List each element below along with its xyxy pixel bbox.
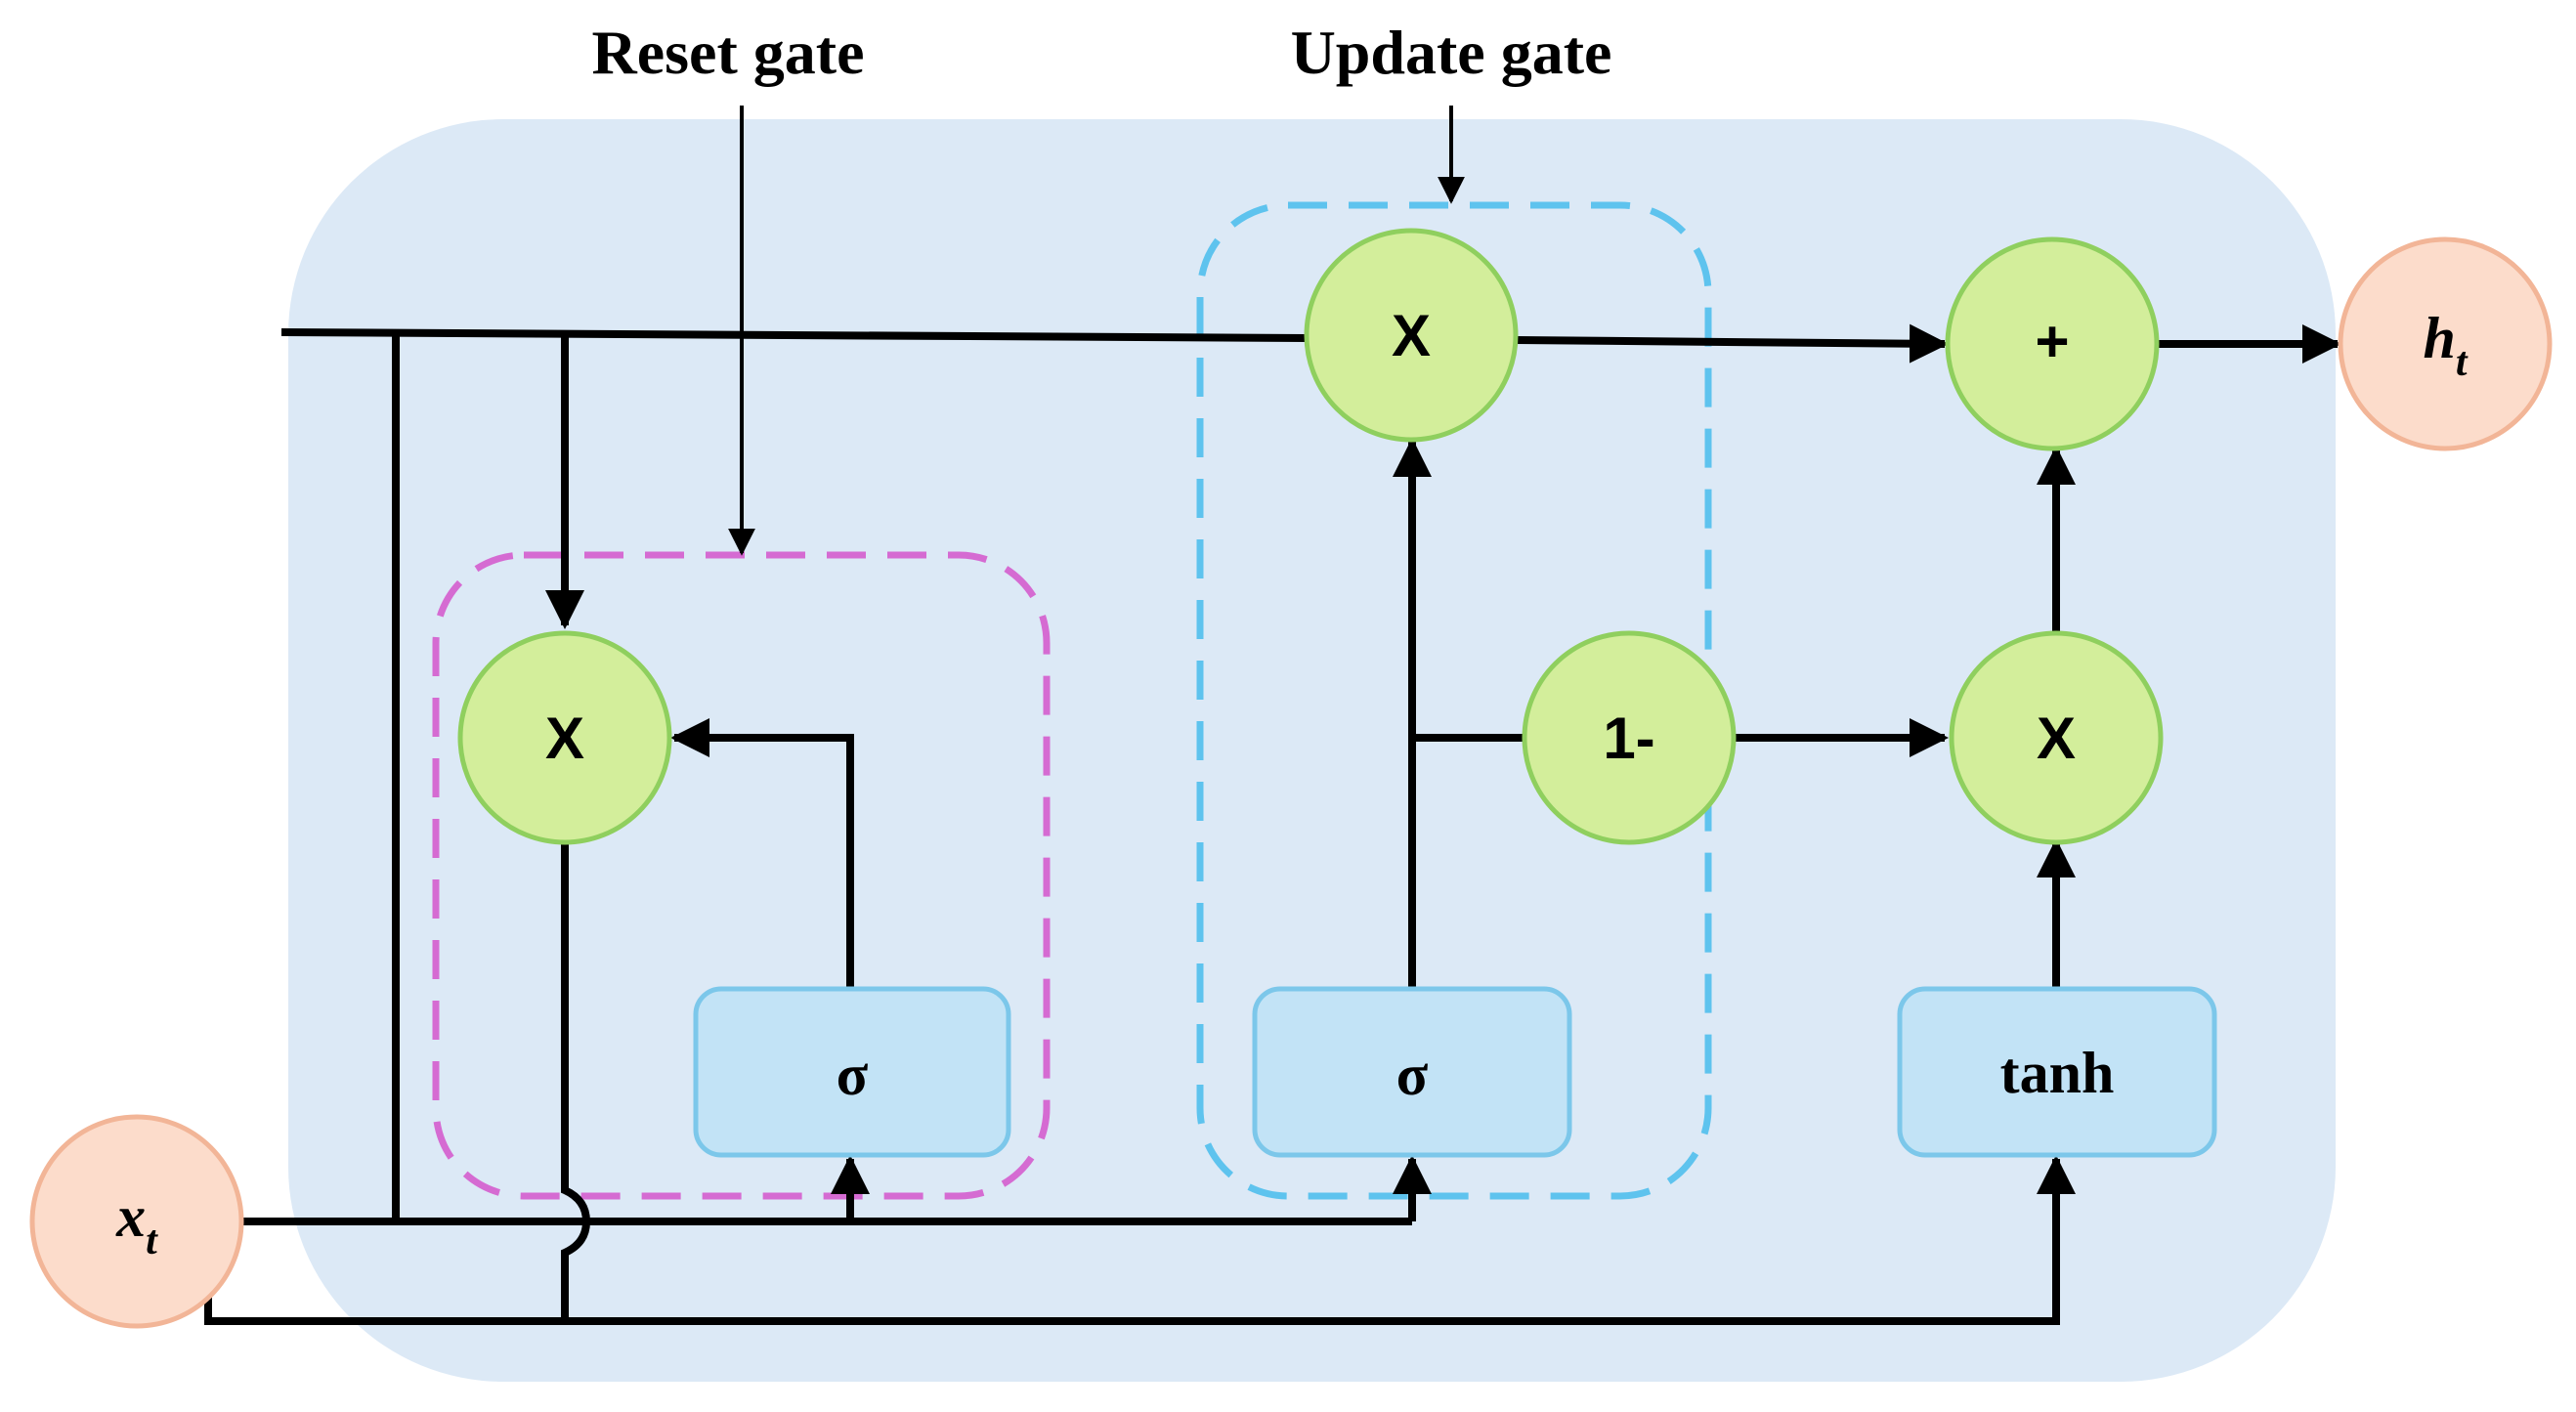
- update-multiply-label: X: [1392, 303, 1431, 368]
- add-label: +: [2035, 309, 2069, 374]
- update-gate-label: Update gate: [1291, 18, 1612, 87]
- candidate-multiply-node: X: [1949, 630, 2164, 845]
- add-node: +: [1945, 236, 2160, 451]
- one-minus-node: 1-: [1522, 630, 1737, 845]
- update-sigma-label: σ: [1396, 1043, 1429, 1107]
- svg-text:ht: ht: [2423, 306, 2468, 385]
- input-node: xt: [29, 1114, 244, 1329]
- reset-gate-label: Reset gate: [592, 18, 865, 87]
- output-sub-label: t: [2456, 340, 2469, 385]
- reset-multiply-label: X: [545, 706, 584, 771]
- svg-text:xt: xt: [115, 1184, 158, 1263]
- input-main-label: x: [115, 1184, 146, 1249]
- wires: [204, 323, 2341, 1325]
- reset-sigma-box: σ: [693, 986, 1011, 1158]
- output-main-label: h: [2423, 306, 2455, 370]
- input-sub-label: t: [146, 1219, 158, 1263]
- tanh-label: tanh: [2000, 1041, 2115, 1105]
- update-multiply-node: X: [1304, 228, 1519, 443]
- update-sigma-box: σ: [1252, 986, 1572, 1158]
- one-minus-label: 1-: [1603, 706, 1654, 771]
- output-node: ht: [2338, 236, 2553, 451]
- tanh-box: tanh: [1897, 986, 2217, 1158]
- reset-multiply-node: X: [457, 630, 672, 845]
- reset-sigma-label: σ: [837, 1043, 869, 1107]
- candidate-multiply-label: X: [2037, 706, 2076, 771]
